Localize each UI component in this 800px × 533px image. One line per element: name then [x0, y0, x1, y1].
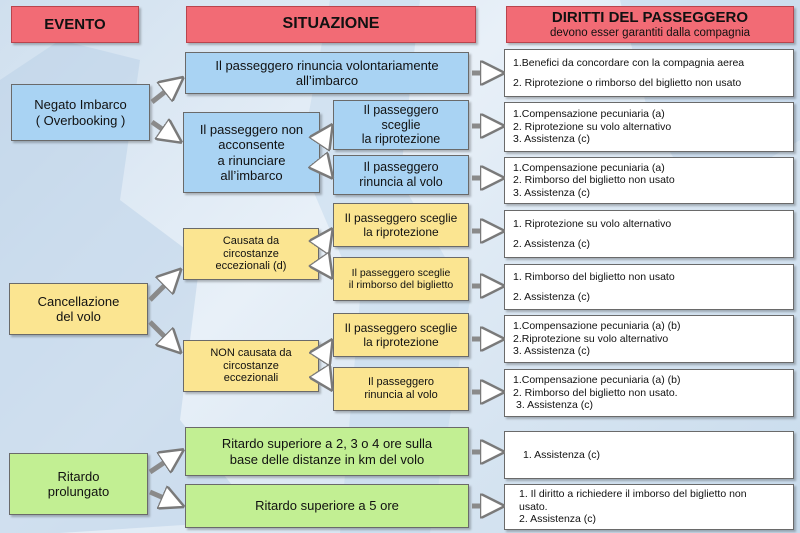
situazione-ritardo-2-3-4: Ritardo superiore a 2, 3 o 4 ore sulla b…: [185, 427, 469, 476]
diritti-d3: 1.Compensazione pecuniaria (a) 2. Rimbor…: [504, 157, 794, 204]
rinuncia-volo-2-line-1: Il passeggero: [367, 376, 435, 389]
diritti-d9: 1. Il diritto a richiedere il imborso de…: [504, 484, 794, 530]
diritti-d1: 1.Benefici da concordare con la compagni…: [504, 49, 794, 97]
d9-line-2: usato.: [519, 500, 548, 513]
ritardo-2-3-4-line-1: Ritardo superiore a 2, 3 o 4 ore sulla: [221, 436, 433, 452]
d6-line-1: 1.Compensazione pecuniaria (a) (b): [513, 320, 681, 333]
situazione-non-acconsente: Il passeggero non acconsente a rinunciar…: [183, 112, 320, 193]
d1-line-1: 1.Benefici da concordare con la compagni…: [513, 56, 745, 69]
arrow-negato-rinuncia: [150, 80, 180, 104]
causata-line-1: Causata da: [222, 234, 280, 247]
rinuncia-volontaria-line-2: all’imbarco: [295, 73, 359, 88]
situazione-ritardo-5: Ritardo superiore a 5 ore: [185, 484, 469, 528]
diritti-d6: 1.Compensazione pecuniaria (a) (b) 2.Rip…: [504, 315, 794, 363]
header-situazione: SITUAZIONE: [186, 6, 476, 43]
d5-line-2: 2. Assistenza (c): [513, 291, 591, 303]
evento-ritardo-line-2: prolungato: [47, 484, 110, 499]
evento-negato-line-1: Negato Imbarco: [34, 97, 127, 113]
situazione-causata: Causata da circostanze eccezionali (d): [183, 228, 319, 280]
arrow-causata-rimborso: [321, 262, 330, 275]
arrow-nonacc-rinuncia: [322, 165, 330, 175]
rinuncia-volontaria-line-1: Il passeggero rinuncia volontariamente: [215, 57, 439, 73]
sceglie-rimborso-line-1: Il passeggero sceglie: [351, 266, 451, 279]
diritti-d2: 1.Compensazione pecuniaria (a) 2. Riprot…: [504, 102, 794, 152]
diritti-d7: 1.Compensazione pecuniaria (a) (b) 2. Ri…: [504, 369, 794, 417]
non-acconsente-line-3: a rinunciare: [217, 152, 286, 168]
d2-line-3: 3. Assistenza (c): [513, 133, 591, 146]
evento-negato-line-2: ( Overbooking ): [35, 112, 126, 128]
d7-line-3: 3. Assistenza (c): [516, 399, 594, 412]
arrow-canc-noncausata: [148, 320, 178, 350]
d2-line-1: 1.Compensazione pecuniaria (a): [513, 108, 665, 121]
situazione-rinuncia-volontaria: Il passeggero rinuncia volontariamente a…: [185, 52, 469, 94]
rinuncia-volo-2-line-2: rinuncia al volo: [364, 389, 438, 401]
situazione-sceglie-riprotezione-1: Il passeggero sceglie la riprotezione: [333, 100, 469, 150]
evento-ritardo: Ritardo prolungato: [9, 453, 148, 515]
non-acconsente-line-1: Il passeggero non: [199, 121, 304, 137]
situazione-rinuncia-volo-1: Il passeggero rinuncia al volo: [333, 155, 469, 195]
sceglie-riprotezione-3-line-2: la riprotezione: [363, 335, 439, 349]
sceglie-rimborso-line-2: il rimborso del biglietto: [348, 279, 454, 291]
d2-line-2: 2. Riprotezione su volo alternativo: [513, 120, 672, 133]
d7-line-1: 1.Compensazione pecuniaria (a) (b): [513, 374, 681, 387]
d8-line-1: 1. Assistenza (c): [523, 448, 601, 461]
header-evento: EVENTO: [11, 6, 139, 43]
d3-line-3: 3. Assistenza (c): [513, 186, 591, 199]
non-causata-line-1: NON causata da: [210, 346, 292, 359]
arrow-noncausata-rinuncia: [321, 373, 330, 387]
arrow-negato-nonacconsente: [150, 122, 178, 140]
d9-line-1: 1. Il diritto a richiedere il imborso de…: [519, 488, 747, 501]
diritti-d8: 1. Assistenza (c): [504, 431, 794, 479]
non-acconsente-line-4: all’imbarco: [220, 167, 283, 183]
rinuncia-volo-1-line-1: Il passeggero: [363, 160, 439, 175]
sceglie-riprotezione-2-line-2: la riprotezione: [363, 225, 439, 239]
header-diritti-subtitle: devono esser garantiti dalla compagnia: [549, 26, 751, 39]
non-acconsente-line-2: acconsente: [218, 137, 285, 153]
header-diritti: DIRITTI DEL PASSEGGERO devono esser gara…: [506, 6, 794, 43]
d6-line-2: 2.Riprotezione su volo alternativo: [513, 332, 669, 345]
causata-line-3: eccezionali (d): [215, 260, 287, 273]
rinuncia-volo-1-line-2: rinuncia al volo: [359, 175, 443, 189]
d4-line-2: 2. Assistenza (c): [513, 238, 591, 250]
arrow-nonacc-sceglie: [322, 128, 330, 140]
situazione-sceglie-riprotezione-2: Il passeggero sceglie la riprotezione: [333, 203, 469, 247]
evento-ritardo-line-1: Ritardo: [57, 468, 100, 484]
d7-line-2: 2. Rimborso del biglietto non usato.: [513, 386, 678, 399]
sceglie-riprotezione-1-line-3: la riprotezione: [361, 132, 441, 147]
evento-cancellazione-line-1: Cancellazione: [37, 293, 120, 309]
evento-negato-imbarco: Negato Imbarco ( Overbooking ): [11, 84, 150, 141]
sceglie-riprotezione-1-line-1: Il passeggero: [363, 102, 439, 117]
d5-line-1: 1. Rimborso del biglietto non usato: [513, 270, 675, 283]
situazione-rinuncia-volo-2: Il passeggero rinuncia al volo: [333, 367, 469, 411]
d4-line-1: 1. Riprotezione su volo alternativo: [513, 217, 672, 230]
header-evento-text: EVENTO: [44, 15, 106, 33]
evento-cancellazione: Cancellazione del volo: [9, 283, 148, 335]
situazione-non-causata: NON causata da circostanze eccezionali: [183, 340, 319, 392]
diritti-d4: 1. Riprotezione su volo alternativo 2. A…: [504, 210, 794, 258]
situazione-sceglie-rimborso: Il passeggero sceglie il rimborso del bi…: [333, 257, 469, 301]
d3-line-2: 2. Rimborso del biglietto non usato: [513, 174, 675, 187]
header-situazione-text: SITUAZIONE: [282, 15, 380, 33]
d6-line-3: 3. Assistenza (c): [513, 345, 591, 358]
non-causata-line-3: eccezionali: [223, 372, 279, 385]
arrow-noncausata-riprot: [321, 343, 330, 357]
d1-line-2: 2. Riprotezione o rimborso del biglietto…: [513, 77, 742, 89]
sceglie-riprotezione-1-line-2: sceglie: [381, 117, 421, 132]
ritardo-2-3-4-line-2: base delle distanze in km del volo: [229, 451, 425, 467]
sceglie-riprotezione-2-line-1: Il passeggero sceglie: [344, 210, 458, 225]
arrow-causata-riprot: [321, 232, 330, 245]
ritardo-5-line-1: Ritardo superiore a 5 ore: [255, 498, 399, 514]
arrow-ritardo-5: [149, 492, 180, 505]
non-causata-line-2: circostanze: [223, 359, 279, 372]
causata-line-2: circostanze: [223, 247, 279, 260]
d9-line-3: 2. Assistenza (c): [519, 513, 597, 526]
d3-line-1: 1.Compensazione pecuniaria (a): [513, 161, 665, 174]
sceglie-riprotezione-3-line-1: Il passeggero sceglie: [344, 320, 458, 335]
diritti-d5: 1. Rimborso del biglietto non usato 2. A…: [504, 264, 794, 310]
arrow-ritardo-234: [148, 452, 180, 475]
header-diritti-title: DIRITTI DEL PASSEGGERO: [551, 8, 749, 26]
evento-cancellazione-line-2: del volo: [56, 309, 101, 324]
arrow-canc-causata: [148, 272, 178, 302]
situazione-sceglie-riprotezione-3: Il passeggero sceglie la riprotezione: [333, 313, 469, 357]
